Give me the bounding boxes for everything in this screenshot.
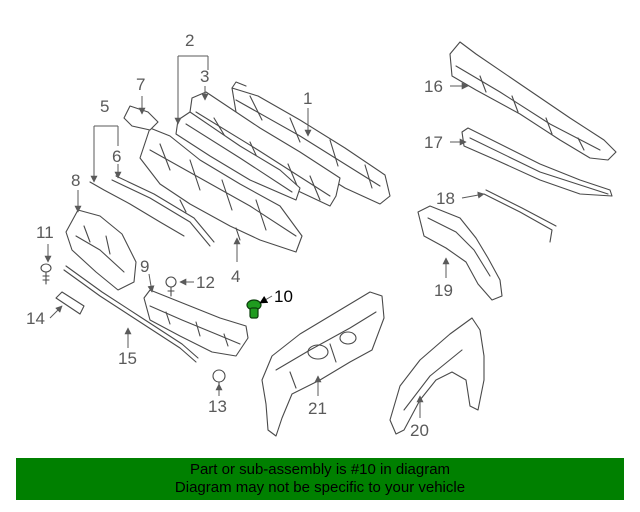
part-6-seal-strip[interactable] [111,175,215,247]
part-12-clip[interactable] [165,276,177,297]
callout-21: 21 [308,399,327,418]
callout-1: 1 [303,89,312,108]
part-14-clip-bracket[interactable] [55,291,85,315]
part-19-side-bracket[interactable] [417,205,503,301]
leader-lines [44,55,485,418]
callout-7: 7 [136,75,145,94]
callout-19: 19 [434,281,453,300]
callout-8: 8 [71,171,80,190]
callout-17: 17 [424,133,443,152]
callout-16: 16 [424,77,443,96]
callout-9: 9 [140,257,149,276]
part-10-clip-highlighted[interactable] [246,299,262,319]
part-11-clip[interactable] [40,263,52,285]
callout-numbers: 1 2 3 4 5 6 7 8 9 10 11 12 13 14 15 16 1… [26,31,455,440]
part-21-dash-panel[interactable] [261,291,385,437]
part-1-cowl-top-panel[interactable] [231,81,391,205]
part-7-bracket[interactable] [123,105,159,131]
part-17-dash-lower-panel[interactable] [461,127,613,197]
callout-20: 20 [410,421,429,440]
info-banner: Part or sub-assembly is #10 in diagram D… [16,458,624,500]
part-16-upper-dash-panel[interactable] [449,41,617,161]
part-15-long-seal[interactable] [63,265,199,363]
callout-18: 18 [436,189,455,208]
callout-2: 2 [185,31,194,50]
callout-13: 13 [208,397,227,416]
part-8-cowl-side-panel[interactable] [65,209,137,291]
part-3-cowl-panel[interactable] [187,91,341,207]
part-4-lower-cowl[interactable] [139,127,303,253]
callout-10: 10 [274,287,293,306]
callout-3: 3 [200,67,209,86]
part-9-cowl-grille[interactable] [143,289,249,357]
part-18-reinforcement[interactable] [483,189,557,243]
callout-14: 14 [26,309,45,328]
callout-6: 6 [112,147,121,166]
callout-15: 15 [118,349,137,368]
banner-line-1: Part or sub-assembly is #10 in diagram [189,461,451,478]
callout-11: 11 [36,223,54,242]
banner-line-2: Diagram may not be specific to your vehi… [174,479,466,496]
callout-12: 12 [196,273,215,292]
part-2-cowl-assembly[interactable] [175,111,301,201]
callout-5: 5 [100,97,109,116]
part-5-weatherstrip[interactable] [89,181,185,237]
callout-4: 4 [231,267,240,286]
part-20-wheel-house[interactable] [389,317,485,435]
